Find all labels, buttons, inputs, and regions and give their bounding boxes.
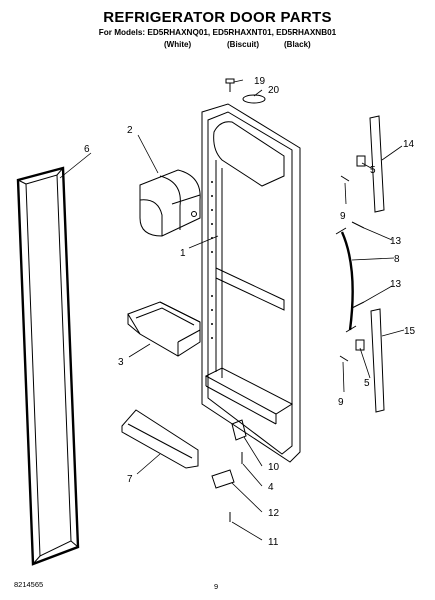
callout-20: 20	[268, 85, 280, 96]
callout-14: 14	[403, 139, 415, 150]
models-line: For Models: ED5RHAXNQ01, ED5RHAXNT01, ED…	[98, 28, 337, 37]
callout-19: 19	[254, 76, 266, 87]
callout-15: 15	[404, 326, 416, 337]
callout-12: 12	[268, 508, 280, 519]
door-gasket-part	[16, 166, 80, 566]
door-liner-part	[201, 103, 301, 463]
callout-9-lower: 9	[338, 397, 344, 408]
callout-13-lower: 13	[390, 279, 402, 290]
variant-biscuit: (Biscuit)	[227, 40, 259, 49]
handle-trim-parts	[369, 115, 385, 413]
shelf-rail-part	[121, 409, 199, 469]
callout-4: 4	[268, 482, 274, 493]
callout-10: 10	[268, 462, 280, 473]
variant-black: (Black)	[284, 40, 311, 49]
bottom-hinge-parts	[211, 419, 247, 522]
callout-6: 6	[84, 144, 90, 155]
top-screw-and-plug-parts	[225, 78, 266, 104]
callout-11: 11	[268, 537, 279, 548]
document-number: 8214565	[14, 580, 44, 589]
callout-2: 2	[127, 125, 133, 136]
page-number: 9	[214, 582, 219, 591]
leader-lines	[59, 79, 405, 541]
callout-5-lower: 5	[364, 378, 370, 389]
callout-3: 3	[118, 357, 124, 368]
dispenser-bin-part	[139, 169, 201, 237]
variant-white: (White)	[164, 40, 192, 49]
callout-7: 7	[127, 474, 133, 485]
callout-1: 1	[180, 248, 186, 259]
door-bin-part	[127, 301, 201, 357]
handle-hardware-parts	[339, 155, 366, 362]
callout-8: 8	[394, 254, 400, 265]
door-handle-part	[335, 227, 357, 333]
callout-9-upper: 9	[340, 211, 346, 222]
callout-13-upper: 13	[390, 236, 402, 247]
page-title: REFRIGERATOR DOOR PARTS	[103, 9, 332, 26]
callout-5-upper: 5	[370, 165, 376, 176]
